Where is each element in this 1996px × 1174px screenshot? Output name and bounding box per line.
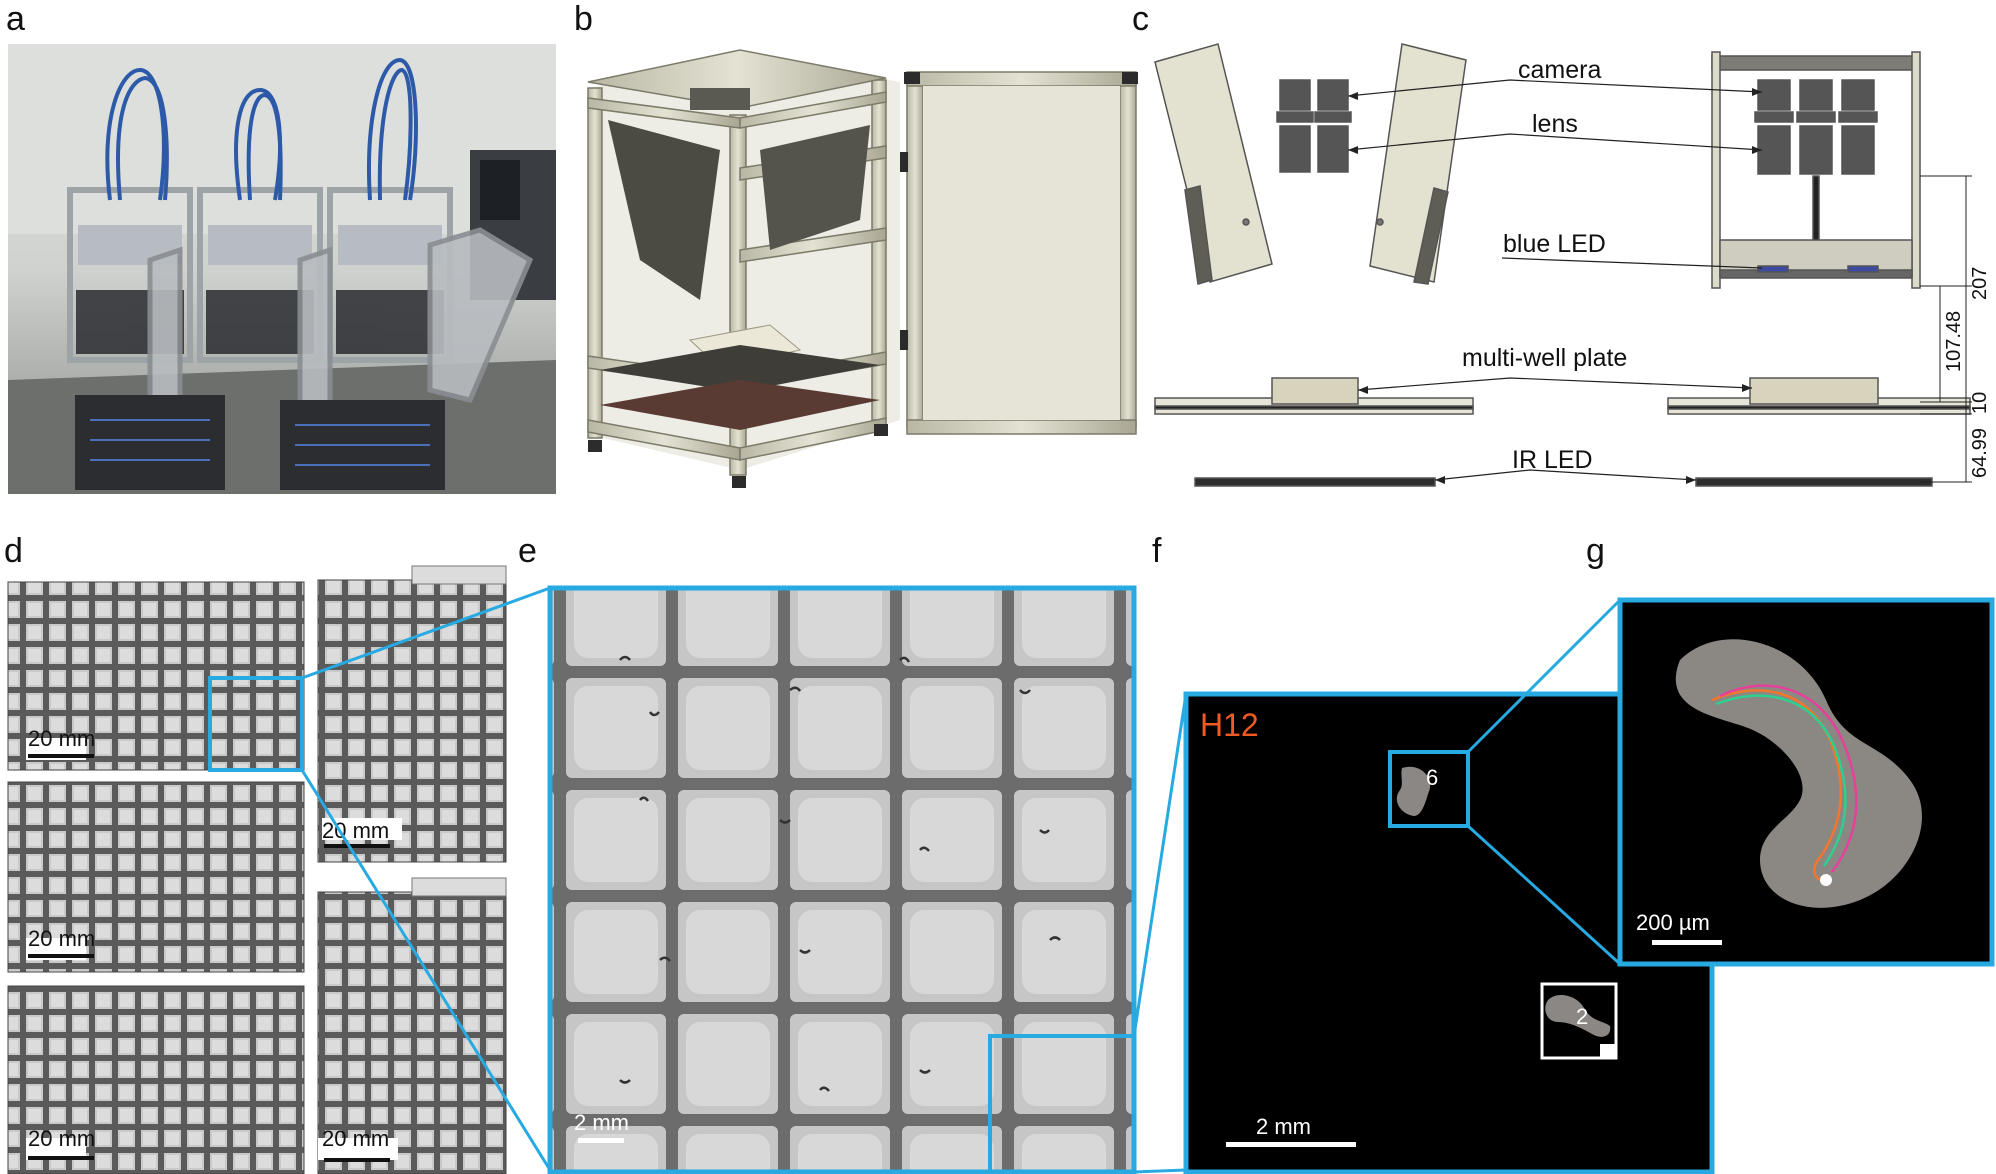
plate-grid-left: [7, 581, 305, 1174]
track-box-6: [1388, 750, 1470, 828]
panel-b: b: [574, 0, 1138, 488]
scale-bar-d5: 20 mm: [322, 1126, 389, 1151]
panel-g: g 200 µm: [1586, 532, 1995, 967]
panel-letter-g: g: [1586, 532, 1605, 570]
scale-bar-f: 2 mm: [1256, 1114, 1311, 1139]
dimension-207: 207: [1969, 267, 1991, 300]
panel-e: e 2 mm: [518, 532, 1137, 1174]
wells-border: [547, 585, 1137, 1174]
panel-letter-d: d: [4, 532, 23, 570]
scale-bar-d4: 20 mm: [322, 818, 389, 843]
label-lens: lens: [1532, 110, 1578, 138]
dimension-107-48: 107.48: [1943, 311, 1965, 372]
panel-letter-b: b: [574, 0, 593, 38]
scale-bar-d2: 20 mm: [28, 926, 95, 951]
track-id-6: 6: [1426, 765, 1438, 790]
label-blue-led: blue LED: [1503, 230, 1606, 258]
dimension-lines: [1920, 175, 1972, 483]
scale-bar-g: 200 µm: [1636, 910, 1710, 935]
plate-grid-right: [317, 565, 507, 1174]
label-camera: camera: [1518, 56, 1601, 84]
zoom-connectors-de: [300, 586, 552, 1171]
leader-lines: [1347, 79, 1763, 481]
label-multi-well-plate: multi-well plate: [1462, 344, 1627, 372]
panel-letter-f: f: [1152, 532, 1162, 570]
well-id: H12: [1200, 707, 1259, 743]
scale-bar-e: 2 mm: [574, 1110, 629, 1135]
dimension-64-99: 64.99: [1969, 428, 1991, 478]
zoom-connectors-ef: [1132, 693, 1188, 1174]
panel-letter-e: e: [518, 532, 537, 570]
worm-border: [1617, 597, 1995, 967]
dimension-10: 10: [1969, 392, 1991, 414]
scale-bar-d1: 20 mm: [28, 726, 95, 751]
track-box-2: [1540, 982, 1618, 1060]
panel-d: d 20 mm 20 mm 20 mm 20 mm 20 mm: [4, 532, 507, 1174]
label-ir-led: IR LED: [1512, 446, 1593, 474]
worm-head-marker: [1820, 874, 1832, 886]
zoom-highlight-d: [208, 676, 304, 772]
cabinet-drawing: [587, 49, 1138, 488]
track-id-2: 2: [1576, 1004, 1588, 1029]
zoom-highlight-e: [988, 1034, 1136, 1174]
setup-photo: [8, 44, 556, 494]
scale-bar-d3: 20 mm: [28, 1126, 95, 1151]
worm-body: [1675, 639, 1922, 908]
wells-image: [550, 588, 1134, 1172]
worm-contour: [1711, 689, 1842, 881]
panel-c: c: [1132, 0, 1991, 487]
worm-outline: [1719, 684, 1858, 873]
panel-letter-c: c: [1132, 0, 1149, 38]
worm-centerline: [1715, 694, 1847, 867]
side-view-left: [1154, 43, 1474, 487]
front-view-right: [1667, 51, 1971, 487]
panel-letter-a: a: [6, 0, 25, 38]
zoom-connectors-fg: [1466, 598, 1622, 966]
panel-a: a: [6, 0, 556, 494]
